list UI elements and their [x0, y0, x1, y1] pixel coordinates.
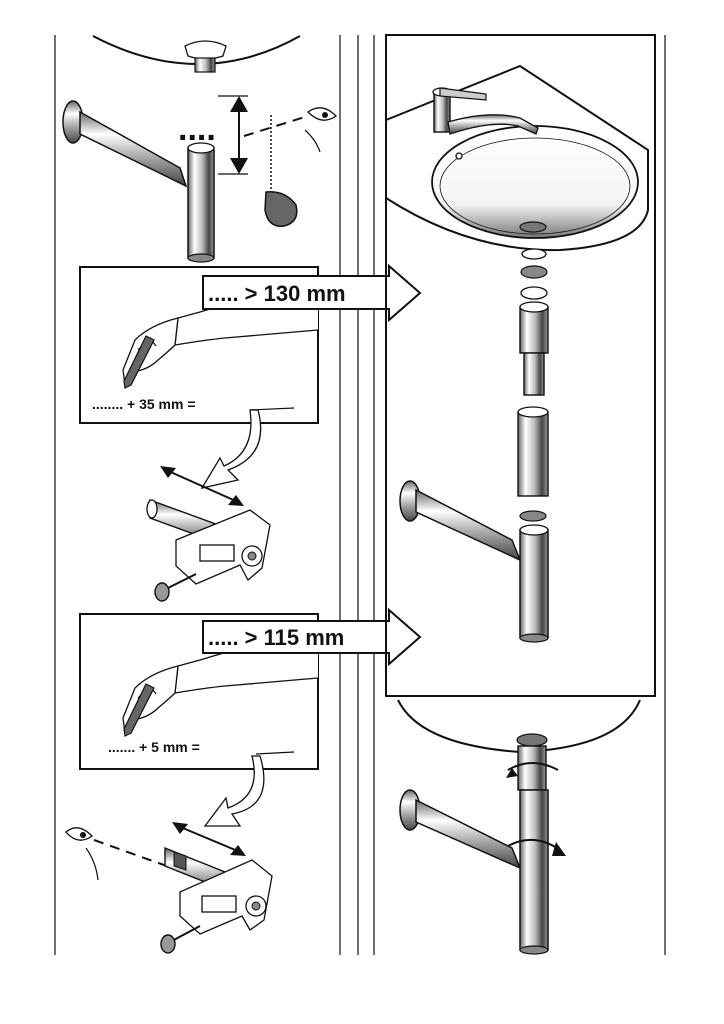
callout-arrow-2: ..... > 115 mm [202, 607, 422, 667]
exploded-drain-parts [517, 248, 549, 522]
callout-label-1: ..... > 130 mm [208, 281, 346, 306]
assembly-trap [399, 480, 549, 643]
callout-label-2: ..... > 115 mm [208, 625, 344, 650]
callout-arrow-1: ..... > 130 mm [202, 263, 422, 323]
dots-mark: .... [178, 110, 216, 148]
step-measure-height: .... [62, 35, 338, 263]
pipe-cutter-2 [65, 822, 273, 954]
formula-text-2: ....... + 5 mm = [108, 739, 200, 755]
pipe-cutter-1 [146, 466, 271, 602]
curved-arrow-1 [200, 409, 262, 489]
formula-box-1: ........ + 35 mm = [79, 266, 319, 424]
column-dividers [54, 35, 666, 955]
assembly-frame [385, 34, 656, 697]
basin-with-tap [385, 64, 649, 252]
curved-arrow-2 [203, 755, 265, 827]
assembled-view [397, 699, 641, 955]
formula-text-1: ........ + 35 mm = [92, 396, 196, 412]
